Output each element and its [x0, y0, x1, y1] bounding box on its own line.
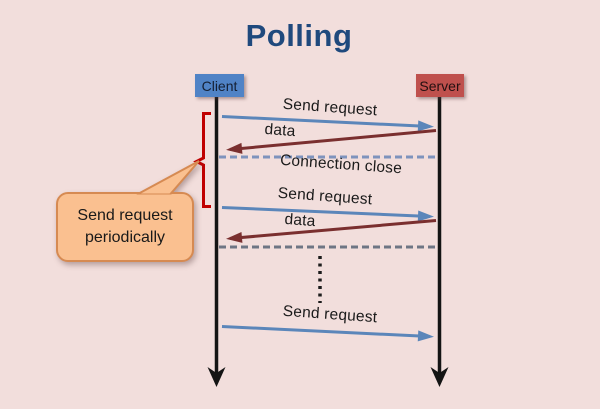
callout-tail	[136, 160, 200, 196]
data-arrow-1	[226, 129, 437, 154]
data-arrow-2	[226, 219, 437, 243]
actor-client-label: Client	[201, 77, 238, 94]
callout-body	[56, 192, 194, 262]
message-label-data-2: data	[283, 210, 317, 231]
actor-server-label: Server	[419, 77, 461, 94]
actor-box-server: Server	[416, 74, 464, 97]
message-label-data-1: data	[263, 120, 297, 141]
send-request-arrow-2	[221, 206, 434, 222]
diagram-title: Polling	[245, 18, 353, 53]
send-request-arrow-1	[221, 115, 434, 132]
send-request-arrow-3	[221, 325, 434, 342]
callout-bubble	[56, 160, 200, 262]
actor-box-client: Client	[195, 74, 244, 97]
repetition-bracket	[193, 112, 211, 208]
callout-text: Send request periodically	[77, 207, 173, 246]
callout-tail-joint	[110, 194, 180, 198]
